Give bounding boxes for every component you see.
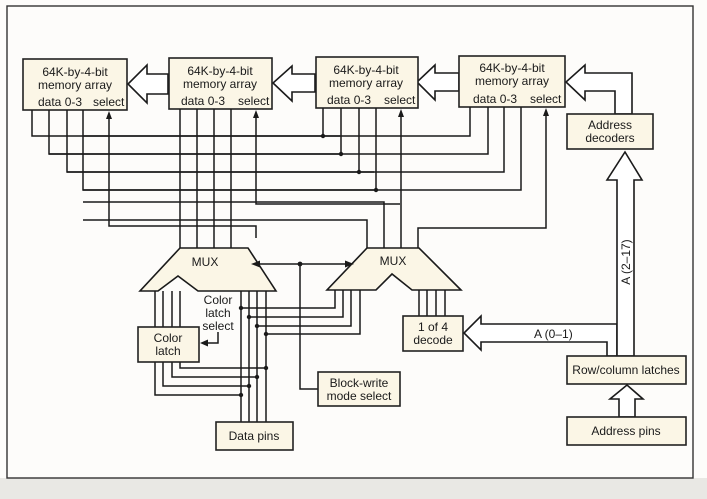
bus-arrow-decoders-to-array4: [564, 63, 633, 115]
array1-line1: 64K-by-4-bit: [42, 65, 108, 79]
block-write-line1: Block-write: [330, 376, 389, 390]
bus-arrow-array4-to-array3: [415, 63, 460, 102]
mux-link-wires: [251, 260, 354, 390]
color-latch-line1: Color: [154, 331, 183, 345]
memory-array-3: [315, 56, 419, 109]
array2-line2: memory array: [183, 77, 257, 91]
array4-line2: memory array: [475, 74, 549, 88]
mux-left: [138, 247, 278, 292]
labels: 64K-by-4-bit memory array data 0-3 selec…: [38, 61, 680, 443]
row-column-latches-box: [566, 355, 687, 385]
data-bus-wires: [31, 107, 522, 248]
array3-select: select: [384, 93, 416, 107]
decode-wires: [418, 290, 446, 316]
array4-data: data 0-3: [473, 92, 517, 106]
decode-line1: 1 of 4: [418, 320, 448, 334]
color-latch-input-wires: [154, 291, 181, 327]
page-bottom-strip: [0, 478, 707, 499]
array1-select: select: [93, 95, 125, 109]
color-latch-select-line2: latch: [205, 306, 230, 320]
color-latch-line2: latch: [155, 344, 180, 358]
mux-left-label: MUX: [192, 255, 219, 269]
address-pins-box: [566, 416, 687, 446]
address-pins-label: Address pins: [591, 424, 660, 438]
array2-data: data 0-3: [181, 94, 225, 108]
array2-select: select: [238, 94, 270, 108]
bus-a-low-label: A (0–1): [534, 327, 573, 341]
memory-array-2: [168, 57, 273, 110]
figure-border: [6, 5, 694, 479]
bus-arrow-pins-to-latches: [607, 383, 646, 418]
decode-line2: decode: [413, 333, 453, 347]
mux-right-label: MUX: [380, 254, 407, 268]
color-latch-box: [137, 326, 200, 363]
array4-select: select: [530, 92, 562, 106]
memory-array-1: [22, 58, 128, 111]
data-pins-box: [215, 421, 294, 451]
array3-line1: 64K-by-4-bit: [333, 63, 399, 77]
color-latch-select-line3: select: [202, 319, 234, 333]
data-pins-label: Data pins: [229, 429, 280, 443]
address-decoders-box: [566, 113, 654, 150]
address-decoders-line2: decoders: [585, 131, 634, 145]
block-write-line2: mode select: [327, 389, 392, 403]
array1-line2: memory array: [38, 78, 112, 92]
bus-a-high-label: A (2–17): [619, 239, 633, 284]
decode-box: [402, 315, 464, 352]
memory-array-4: [458, 55, 566, 108]
select-wires: [106, 108, 549, 248]
bus-arrow-a-high: [605, 150, 644, 357]
row-column-latches-label: Row/column latches: [572, 363, 679, 377]
bus-arrow-array3-to-array2: [271, 64, 316, 103]
data-pin-wires: [154, 290, 361, 426]
array4-line1: 64K-by-4-bit: [479, 61, 545, 75]
junction-dots: [320, 133, 379, 193]
color-latch-select-arrow: [200, 332, 219, 347]
bus-arrow-a0-1: [462, 314, 618, 357]
array3-line2: memory array: [329, 76, 403, 90]
array1-data: data 0-3: [38, 95, 82, 109]
address-decoders-line1: Address: [588, 118, 632, 132]
color-latch-select-line1: Color: [204, 293, 233, 307]
bus-arrow-array2-to-array1: [126, 63, 169, 105]
array3-data: data 0-3: [327, 93, 371, 107]
array2-line1: 64K-by-4-bit: [187, 64, 253, 78]
block-write-box: [317, 371, 401, 407]
